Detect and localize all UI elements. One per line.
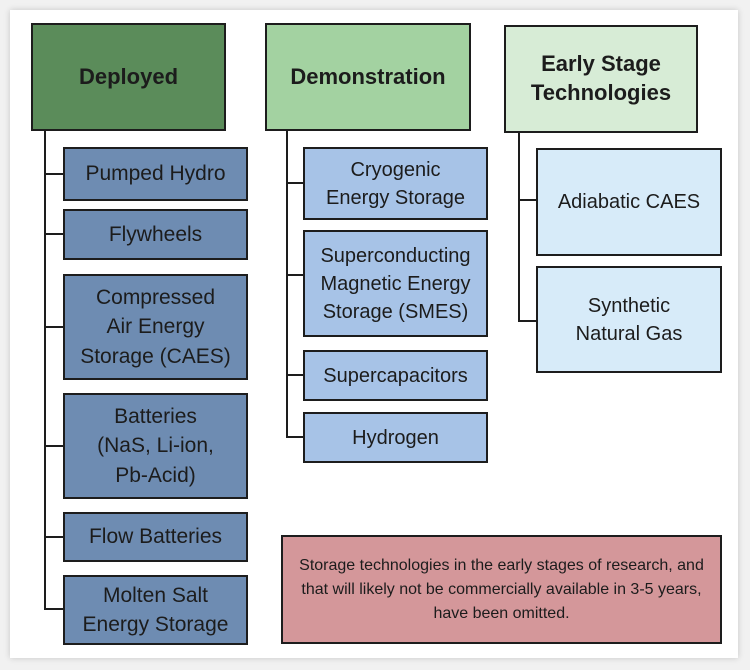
demonstration-header-label: Demonstration	[290, 63, 446, 89]
demonstration-connector	[286, 374, 303, 376]
demonstration-item-smes: Superconducting Magnetic Energy Storage …	[303, 230, 488, 337]
deployed-item-molten-salt: Molten Salt Energy Storage	[63, 575, 248, 645]
early-stage-connector	[518, 199, 536, 201]
demonstration-connector-trunk	[286, 131, 288, 438]
deployed-connector	[44, 326, 63, 328]
deployed-item-caes: Compressed Air Energy Storage (CAES)	[63, 274, 248, 380]
demonstration-item-supercapacitors: Supercapacitors	[303, 350, 488, 401]
deployed-connector	[44, 445, 63, 447]
deployed-connector	[44, 173, 63, 175]
demonstration-item-cryogenic: Cryogenic Energy Storage	[303, 147, 488, 220]
deployed-connector	[44, 233, 63, 235]
deployed-item-flow-batteries: Flow Batteries	[63, 512, 248, 562]
early-stage-item-synthetic-natural-gas: Synthetic Natural Gas	[536, 266, 722, 373]
deployed-connector	[44, 608, 63, 610]
energy-storage-diagram: Deployed Pumped Hydro Flywheels Compress…	[10, 10, 738, 658]
early-stage-item-adiabatic-caes: Adiabatic CAES	[536, 148, 722, 256]
omitted-technologies-note: Storage technologies in the early stages…	[281, 535, 722, 644]
deployed-header-label: Deployed	[78, 63, 179, 89]
demonstration-header: Demonstration	[265, 23, 471, 131]
early-stage-connector-trunk	[518, 133, 520, 322]
deployed-connector-trunk	[44, 131, 46, 609]
demonstration-item-hydrogen: Hydrogen	[303, 412, 488, 463]
early-stage-header-label: Early Stage Technologies	[530, 51, 672, 105]
deployed-item-pumped-hydro: Pumped Hydro	[63, 147, 248, 201]
deployed-header: Deployed	[31, 23, 226, 131]
demonstration-connector	[286, 274, 303, 276]
early-stage-header: Early Stage Technologies	[504, 25, 698, 133]
demonstration-connector	[286, 182, 303, 184]
omitted-technologies-note-text: Storage technologies in the early stages…	[299, 556, 704, 622]
deployed-connector	[44, 536, 63, 538]
deployed-item-batteries: Batteries (NaS, Li-ion, Pb-Acid)	[63, 393, 248, 499]
demonstration-connector	[286, 436, 303, 438]
early-stage-connector	[518, 320, 536, 322]
deployed-item-flywheels: Flywheels	[63, 209, 248, 260]
